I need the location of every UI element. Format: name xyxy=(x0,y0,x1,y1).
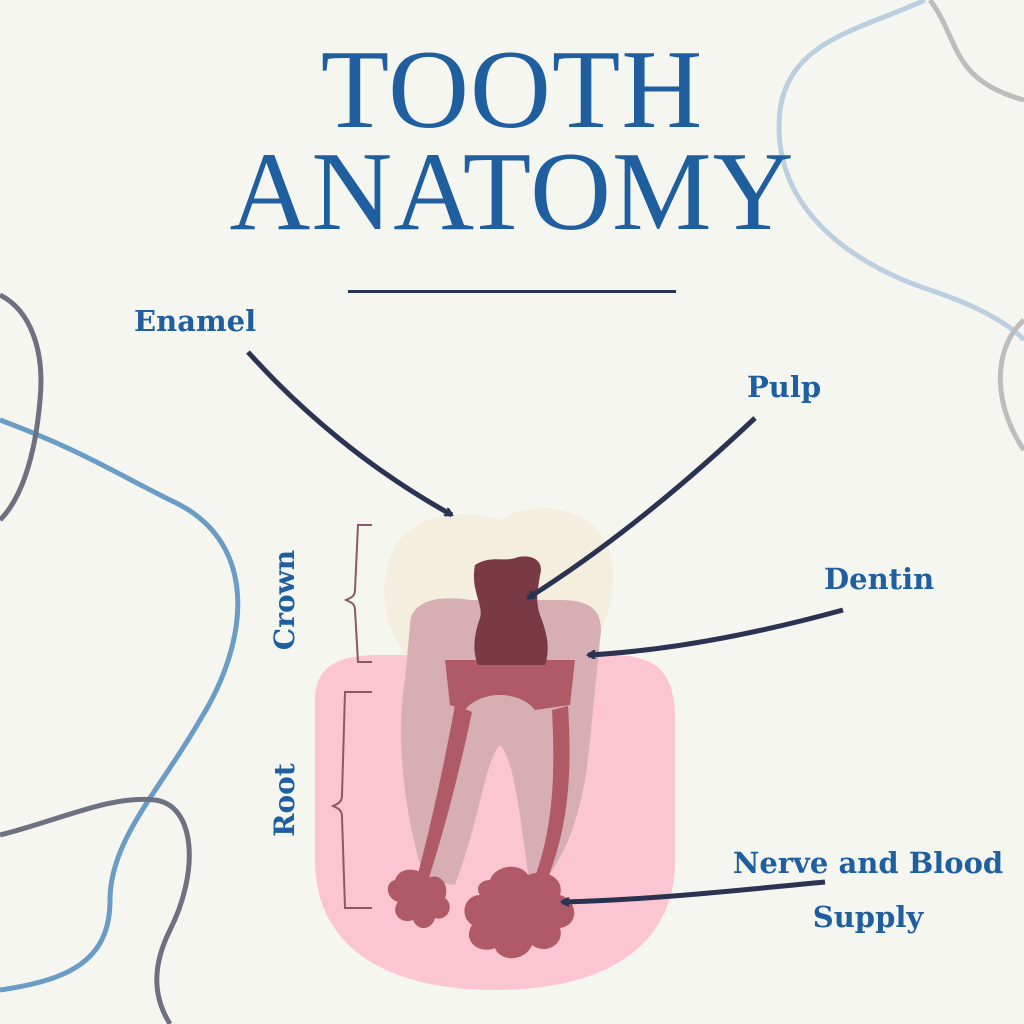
arrow-enamel xyxy=(246,350,452,518)
pulp-root-canals xyxy=(445,660,575,710)
arrow-nerve xyxy=(562,879,826,902)
curve-light-blue-top-right xyxy=(776,0,1024,342)
label-nerve-blood-supply: Nerve and Blood Supply xyxy=(732,846,1004,934)
curve-gray-left-top xyxy=(0,292,44,522)
curve-blue-left xyxy=(0,417,241,993)
curve-gray-right-edge xyxy=(997,318,1024,452)
title-divider xyxy=(348,290,676,293)
label-crown: Crown xyxy=(268,549,301,651)
label-enamel: Enamel xyxy=(134,304,257,338)
label-dentin: Dentin xyxy=(824,562,935,596)
pulp-canal-right xyxy=(530,706,570,892)
arrow-pulp xyxy=(528,416,757,601)
pulp-canal-left xyxy=(415,705,472,890)
root-bracket xyxy=(330,691,372,909)
pulp-chamber xyxy=(473,556,548,665)
title-line-2: ANATOMY xyxy=(229,130,795,254)
label-pulp: Pulp xyxy=(747,370,822,404)
label-root: Root xyxy=(268,763,301,837)
curve-gray-left-bottom xyxy=(0,796,192,1024)
nerve-blood-supply-right xyxy=(464,866,575,959)
title-line-1: TOOTH xyxy=(320,28,704,152)
arrow-dentin xyxy=(588,607,844,655)
nerve-blood-supply-left xyxy=(387,869,450,929)
curve-gray-top-right xyxy=(927,0,1024,103)
crown-bracket xyxy=(343,524,372,663)
